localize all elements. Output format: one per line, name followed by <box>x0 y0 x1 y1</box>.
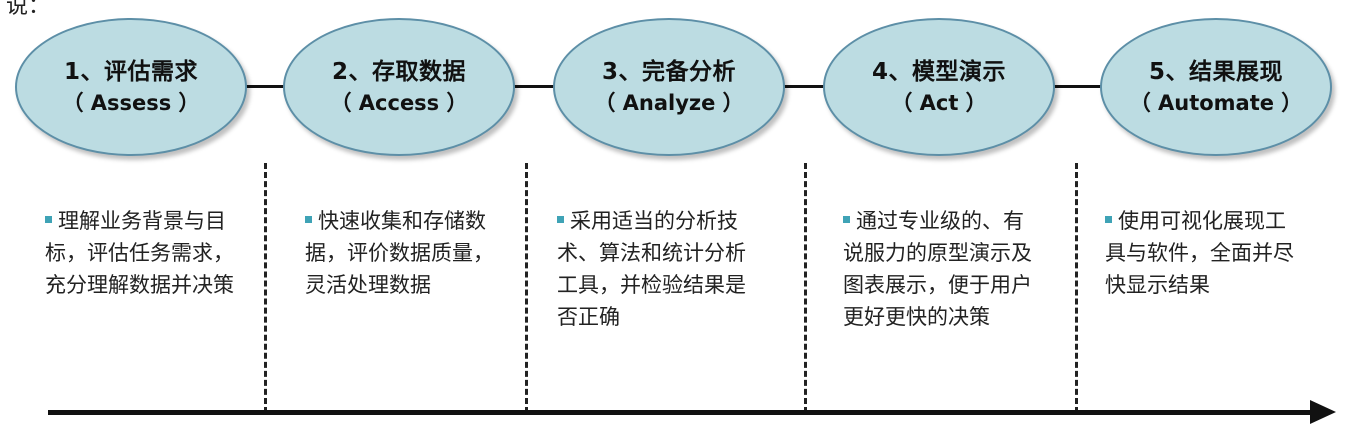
square-bullet-icon <box>1105 215 1112 223</box>
stage-5-title: 5、结果展现 <box>1148 59 1283 85</box>
stage-1-title: 1、评估需求 <box>63 59 198 85</box>
stage-2-title: 2、存取数据 <box>331 59 466 85</box>
stage-3-subtitle: （ Analyze ） <box>594 91 744 115</box>
stage-3-description: 采用适当的分析技术、算法和统计分析工具，并检验结果是否正确 <box>557 205 757 333</box>
square-bullet-icon <box>45 215 52 223</box>
square-bullet-icon <box>843 215 850 223</box>
arrow-right-icon <box>1310 400 1336 424</box>
stage-1-ellipse: 1、评估需求 （ Assess ） <box>15 18 247 156</box>
stage-4-subtitle: （ Act ） <box>891 91 987 115</box>
stage-5-ellipse: 5、结果展现 （ Automate ） <box>1100 18 1332 156</box>
connector-1-2 <box>245 85 287 88</box>
top-fragment-text: 说： <box>6 0 51 19</box>
column-divider-2 <box>525 163 528 413</box>
stage-5-subtitle: （ Automate ） <box>1129 91 1303 115</box>
stage-2-subtitle: （ Access ） <box>330 91 468 115</box>
stage-1-description-text: 理解业务背景与目标，评估任务需求，充分理解数据并决策 <box>45 209 234 297</box>
connector-4-5 <box>1053 85 1103 88</box>
column-divider-3 <box>804 163 807 413</box>
timeline-axis-line <box>48 410 1318 415</box>
stage-3-title: 3、完备分析 <box>601 59 736 85</box>
connector-2-3 <box>513 85 555 88</box>
stage-4-title: 4、模型演示 <box>871 59 1006 85</box>
stage-5-description: 使用可视化展现工具与软件，全面并尽快显示结果 <box>1105 205 1305 301</box>
square-bullet-icon <box>305 215 312 223</box>
stage-2-ellipse: 2、存取数据 （ Access ） <box>283 18 515 156</box>
stage-1-subtitle: （ Assess ） <box>62 91 200 115</box>
stage-3-description-text: 采用适当的分析技术、算法和统计分析工具，并检验结果是否正确 <box>557 209 746 329</box>
stage-4-ellipse: 4、模型演示 （ Act ） <box>823 18 1055 156</box>
square-bullet-icon <box>557 215 564 223</box>
connector-3-4 <box>783 85 825 88</box>
stage-2-description-text: 快速收集和存储数据，评价数据质量，灵活处理数据 <box>305 209 494 297</box>
stage-2-description: 快速收集和存储数据，评价数据质量，灵活处理数据 <box>305 205 505 301</box>
column-divider-1 <box>264 163 267 413</box>
stage-3-ellipse: 3、完备分析 （ Analyze ） <box>553 18 785 156</box>
column-divider-4 <box>1075 163 1078 413</box>
stage-1-description: 理解业务背景与目标，评估任务需求，充分理解数据并决策 <box>45 205 245 301</box>
stage-5-description-text: 使用可视化展现工具与软件，全面并尽快显示结果 <box>1105 209 1294 297</box>
stage-4-description-text: 通过专业级的、有说服力的原型演示及图表展示，便于用户更好更快的决策 <box>843 209 1032 329</box>
stage-4-description: 通过专业级的、有说服力的原型演示及图表展示，便于用户更好更快的决策 <box>843 205 1043 333</box>
